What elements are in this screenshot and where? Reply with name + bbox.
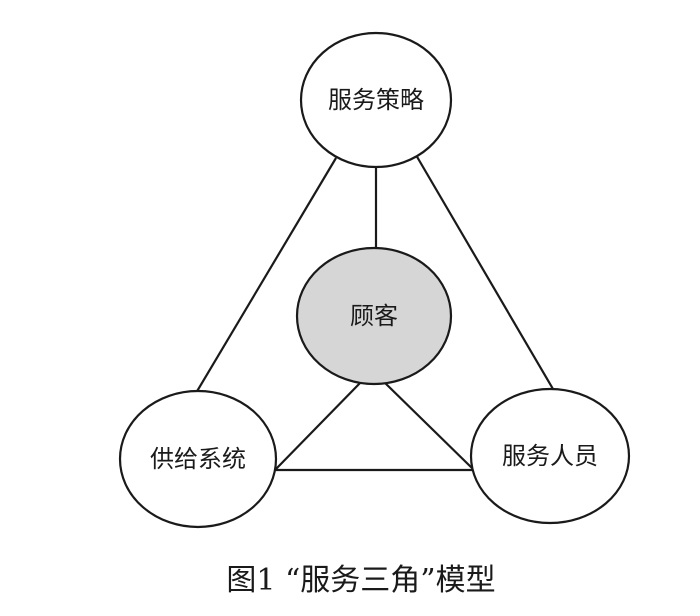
edge-customer-staff xyxy=(382,380,475,471)
node-strategy-circle xyxy=(299,31,453,169)
edge-customer-system xyxy=(274,380,363,471)
node-system: 供给系统 xyxy=(118,389,278,529)
node-system-circle xyxy=(118,389,278,529)
node-customer-label: 顾客 xyxy=(350,302,398,330)
node-customer: 顾客 xyxy=(295,246,453,386)
figure-caption: 图1 “服务三角”模型 xyxy=(226,563,495,598)
node-customer-circle xyxy=(295,246,453,386)
edge-strategy-system xyxy=(195,157,337,394)
edge-strategy-staff xyxy=(415,154,554,390)
node-staff-circle xyxy=(469,387,631,525)
node-staff-label: 服务人员 xyxy=(502,442,598,470)
node-staff: 服务人员 xyxy=(469,387,631,525)
node-system-label: 供给系统 xyxy=(150,445,246,473)
node-strategy: 服务策略 xyxy=(299,31,453,169)
node-strategy-label: 服务策略 xyxy=(328,86,424,114)
diagram-edges xyxy=(195,154,554,472)
